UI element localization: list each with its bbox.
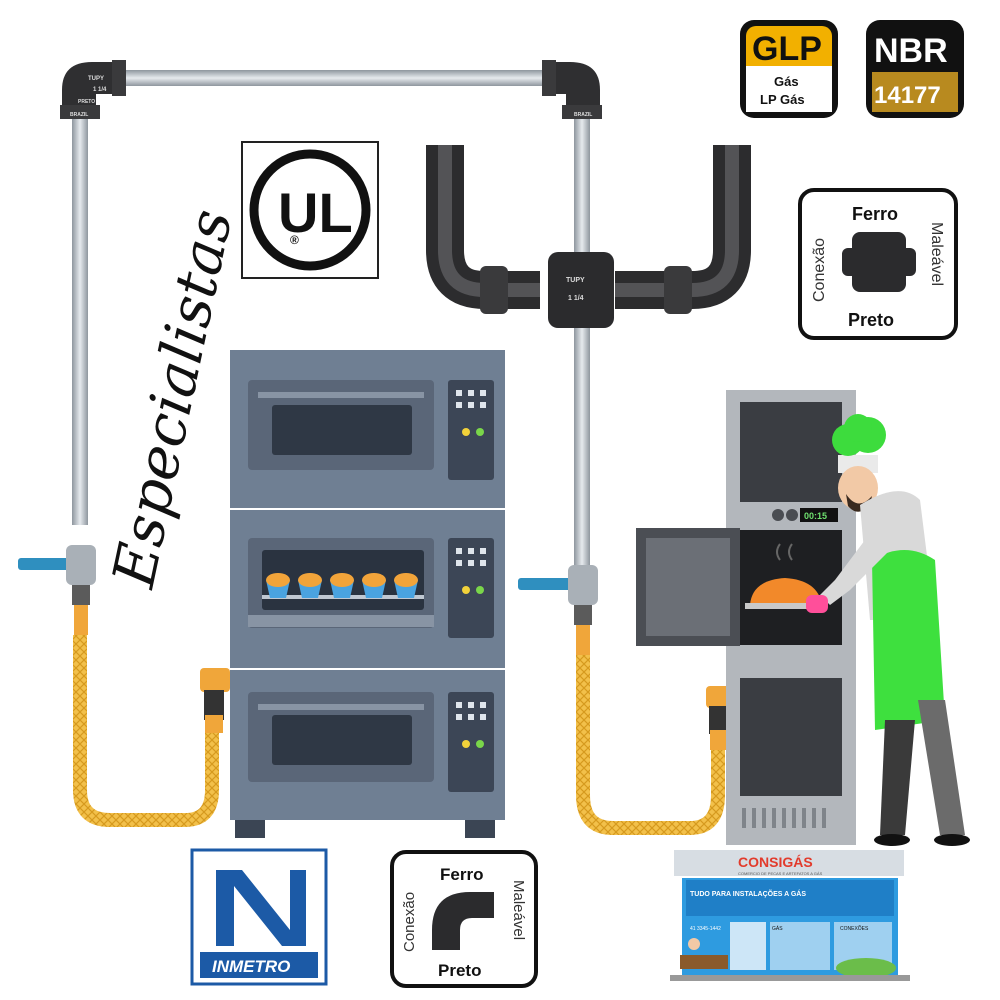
specialists-script-text: Especialistas (99, 203, 245, 593)
valve-left[interactable] (18, 545, 96, 635)
store-tagline: COMERCIO DE PECAS E ARTEFATOS A GÁS (738, 871, 823, 876)
fitting-brand-label: TUPY (88, 76, 104, 82)
store-panel-gas: GÁS (772, 925, 783, 932)
tall-oven: 00:15 (636, 390, 856, 845)
flex-hose-right (576, 655, 725, 835)
cupcake-tray (262, 573, 424, 599)
cross-fitting-size: 1 1/4 (568, 295, 584, 302)
fitting-card-cross: Ferro Preto Conexão Maleável (798, 188, 958, 340)
elbow-fitting-left: TUPY 1 1/4 PRETO BRAZIL (60, 60, 126, 119)
store-banner: TUDO PARA INSTALAÇÕES A GÁS (690, 889, 806, 898)
glp-title: GLP (752, 30, 822, 68)
fitting-color-label: PRETO (78, 99, 95, 105)
valve-right[interactable] (518, 565, 598, 655)
fitting-size-label: 1 1/4 (93, 87, 107, 93)
store-phone: 41 3345-1442 (690, 926, 721, 932)
deck-oven (230, 350, 505, 838)
fitting-card-elbow: Ferro Preto Conexão Maleável (390, 850, 538, 988)
fitting-origin-label-right: BRAZIL (574, 112, 592, 118)
gas-pipe-network: TUPY 1 1/4 PRETO BRAZIL BRAZIL TUPY 1 1/… (60, 60, 751, 575)
fitting-card-bottom-label: Preto (848, 310, 894, 330)
ul-certification-logo: UL ® (241, 141, 379, 279)
ul-registered-mark: ® (290, 233, 299, 247)
fitting-origin-label: BRAZIL (70, 112, 88, 118)
consigas-store: CONSIGÁS COMERCIO DE PECAS E ARTEFATOS A… (670, 850, 910, 981)
cross-fitting-brand: TUPY (566, 277, 585, 284)
glp-line1: Gás (774, 74, 799, 89)
flex-hose-left (73, 635, 219, 827)
cross-fitting (548, 252, 614, 328)
bread-loaf (750, 578, 822, 605)
valve-handle-left[interactable] (18, 558, 78, 570)
oven-timer-text: 00:15 (804, 511, 827, 521)
chef (806, 414, 970, 846)
nbr-number: 14177 (874, 82, 941, 109)
fitting-card-elbow-top-label: Ferro (440, 865, 483, 884)
nbr-badge: NBR 14177 (866, 20, 964, 118)
inmetro-text: INMETRO (212, 957, 290, 976)
valve-handle-right[interactable] (518, 578, 580, 590)
hose-connector-left (200, 668, 230, 733)
fitting-card-elbow-bottom-label: Preto (438, 961, 481, 980)
fitting-card-elbow-right-label: Maleável (510, 880, 527, 940)
inmetro-logo: INMETRO (190, 848, 328, 986)
fitting-card-left-label: Conexão (811, 238, 828, 302)
fitting-card-elbow-left-label: Conexão (401, 892, 418, 952)
fitting-card-right-label: Maleável (928, 222, 945, 286)
black-pipe-manifold: TUPY 1 1/4 (426, 145, 751, 328)
oven-timer-display: 00:15 (800, 508, 838, 522)
store-name: CONSIGÁS (738, 854, 813, 870)
glp-badge: GLP Gás LP Gás (740, 20, 838, 118)
glp-line2: LP Gás (760, 92, 805, 107)
ul-letters: UL (278, 181, 353, 244)
store-panel-conexoes: CONEXÕES (840, 925, 869, 932)
nbr-title: NBR (874, 32, 948, 70)
elbow-fitting-right: BRAZIL (542, 60, 602, 119)
fitting-card-top-label: Ferro (852, 204, 898, 224)
